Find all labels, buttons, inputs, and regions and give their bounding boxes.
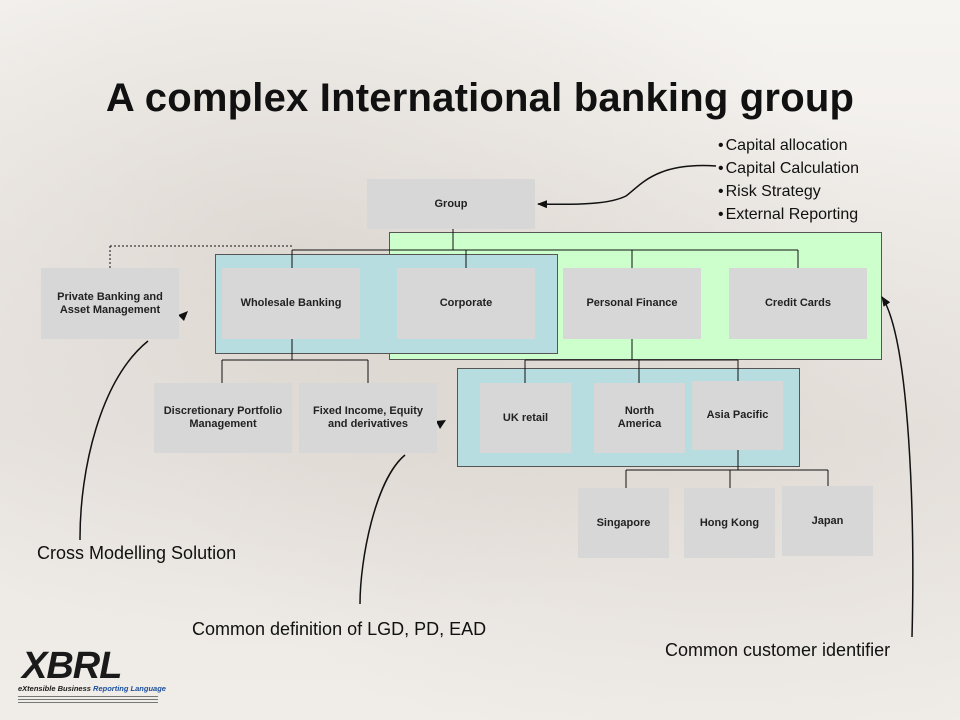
arrow-common-definition (359, 454, 406, 605)
corporate-box: Corporate (397, 268, 535, 339)
singapore-box: Singapore (578, 488, 669, 558)
personal-finance-box: Personal Finance (563, 268, 701, 339)
arrow-common-customer (881, 296, 914, 638)
group-box: Group (367, 179, 535, 229)
cross-modelling-note: Cross Modelling Solution (37, 543, 237, 563)
asia-pacific-box: Asia Pacific (692, 381, 783, 450)
group-function-item: External Reporting (718, 203, 859, 226)
wholesale-banking-box: Wholesale Banking (222, 268, 360, 339)
credit-cards-box: Credit Cards (729, 268, 867, 339)
discretionary-box: Discretionary Portfolio Management (154, 383, 292, 453)
xbrl-logo-wordmark: XBRL (22, 645, 122, 687)
group-functions-list: Capital allocation Capital Calculation R… (718, 134, 859, 226)
slide-title: A complex International banking group (105, 76, 855, 120)
north-america-box: North America (594, 383, 685, 453)
group-function-item: Risk Strategy (718, 180, 859, 203)
arrow-cross-modelling (79, 340, 149, 539)
group-function-item: Capital Calculation (718, 157, 859, 180)
uk-retail-box: UK retail (480, 383, 571, 453)
japan-box: Japan (782, 486, 873, 556)
xbrl-logo-tagline: eXtensible Business Reporting Language (18, 684, 166, 693)
common-definition-note: Common definition of LGD, PD, EAD (192, 619, 487, 639)
arrowhead (178, 311, 188, 321)
common-customer-note: Common customer identifier (665, 640, 891, 660)
xbrl-logo: XBRL eXtensible Business Reporting Langu… (14, 645, 166, 708)
group-function-item: Capital allocation (718, 134, 859, 157)
arrow-functions-to-group (537, 164, 717, 209)
hong-kong-box: Hong Kong (684, 488, 775, 558)
arrowhead (436, 420, 446, 429)
fixed-income-box: Fixed Income, Equity and derivatives (299, 383, 437, 453)
private-banking-box: Private Banking and Asset Management (41, 268, 179, 339)
